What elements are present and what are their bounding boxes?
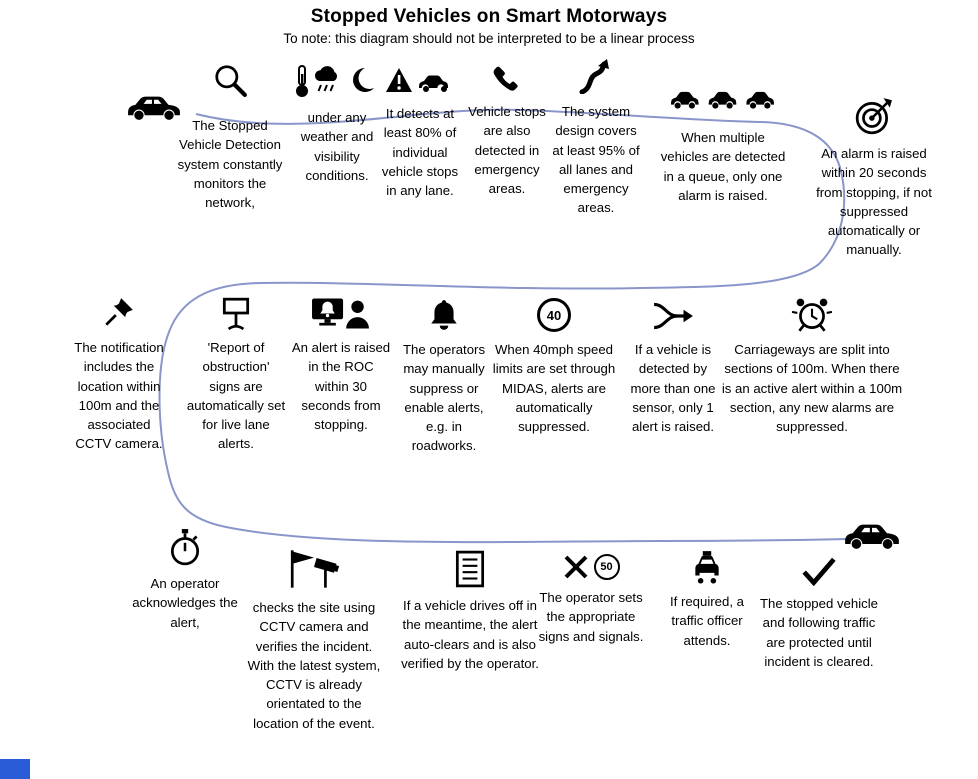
speed-40-badge: 40 <box>537 298 571 332</box>
corner-blue-fragment <box>0 759 30 779</box>
step-roc-alert-30s: An alert is raised in the ROC within 30 … <box>290 296 392 434</box>
car-queue-icon <box>670 90 776 110</box>
step-text: The notification includes the location w… <box>74 340 164 452</box>
step-text: checks the site using CCTV camera and ve… <box>247 600 381 731</box>
traffic-officer-car-icon <box>689 550 725 584</box>
step-queue-single-alarm: When multiple vehicles are detected in a… <box>660 90 786 205</box>
stopwatch-icon <box>168 528 202 566</box>
step-text: If required, a traffic officer attends. <box>669 594 745 648</box>
alarm-target-icon <box>854 96 894 136</box>
step-cctv-verify: checks the site using CCTV camera and ve… <box>246 548 382 733</box>
step-weather-conditions: under any weather and visibility conditi… <box>288 64 386 185</box>
step-emergency-areas: Vehicle stops are also detected in emerg… <box>466 64 548 198</box>
start-vehicle-node <box>126 94 182 122</box>
step-system-design-95pct: The system design covers at least 95% of… <box>550 58 642 218</box>
warning-triangle-car-icon <box>385 66 455 96</box>
step-text: 'Report of obstruction' signs are automa… <box>186 340 286 452</box>
emergency-phone-icon <box>492 64 522 94</box>
step-100m-sections: Carriageways are split into sections of … <box>718 296 906 436</box>
page-subtitle: To note: this diagram should not be inte… <box>283 31 695 46</box>
roadside-sign-icon <box>220 296 252 330</box>
step-monitors-network: The Stopped Vehicle Detection system con… <box>176 62 284 212</box>
step-detects-80pct: It detects at least 80% of individual ve… <box>380 66 460 200</box>
step-text: When multiple vehicles are detected in a… <box>660 130 786 203</box>
car-side-icon <box>126 94 182 122</box>
step-operator-acknowledges: An operator acknowledges the alert, <box>128 528 242 632</box>
car-side-icon <box>843 522 901 551</box>
step-text: The Stopped Vehicle Detection system con… <box>177 118 283 211</box>
speed-50-badge: 50 <box>593 554 620 580</box>
step-text: The operator sets the appropriate signs … <box>538 590 644 644</box>
step-traffic-officer: If required, a traffic officer attends. <box>660 550 754 650</box>
step-40mph-midas: 40 When 40mph speed limits are set throu… <box>492 298 616 436</box>
step-text: Carriageways are split into sections of … <box>721 342 903 435</box>
magnifier-icon <box>212 62 248 98</box>
step-report-obstruction-signs: 'Report of obstruction' signs are automa… <box>186 296 286 454</box>
end-vehicle-node <box>843 522 901 551</box>
checklist-icon <box>454 550 486 588</box>
step-multi-sensor: If a vehicle is detected by more than on… <box>624 300 722 436</box>
step-text: An alert is raised in the ROC within 30 … <box>291 340 391 433</box>
step-text: Vehicle stops are also detected in emerg… <box>468 104 546 197</box>
step-text: The system design covers at least 95% of… <box>552 104 640 216</box>
step-text: When 40mph speed limits are set through … <box>492 342 616 435</box>
alert-bell-icon <box>429 298 459 332</box>
step-alarm-20s: An alarm is raised within 20 seconds fro… <box>814 96 934 260</box>
step-text: If a vehicle drives off in the meantime,… <box>401 598 539 671</box>
flow-curve <box>158 108 849 544</box>
cross-icon <box>564 555 587 579</box>
step-text: If a vehicle is detected by more than on… <box>630 342 716 435</box>
step-text: It detects at least 80% of individual ve… <box>381 106 459 199</box>
step-signs-signals: 50 The operator sets the appropriate sig… <box>536 554 646 646</box>
page-title: Stopped Vehicles on Smart Motorways <box>310 6 668 27</box>
alarm-clock-icon <box>791 296 833 332</box>
step-notification-location: The notification includes the location w… <box>74 296 164 454</box>
step-auto-clear: If a vehicle drives off in the meantime,… <box>400 550 540 673</box>
step-text: The operators may manually suppress or e… <box>402 342 486 454</box>
checkmark-icon <box>801 556 837 586</box>
step-text: The stopped vehicle and following traffi… <box>759 596 879 669</box>
step-protected-until-cleared: The stopped vehicle and following traffi… <box>752 556 886 671</box>
location-pin-icon <box>103 296 135 330</box>
speed-limit-40-icon: 40 <box>537 298 571 332</box>
cross-speed-50-icon: 50 <box>563 554 620 580</box>
cctv-flag-icon <box>286 548 342 590</box>
step-text: under any weather and visibility conditi… <box>300 110 374 183</box>
step-text: An alarm is raised within 20 seconds fro… <box>816 146 932 258</box>
monitor-operator-icon <box>311 296 371 330</box>
sensor-merge-icon <box>652 300 694 332</box>
weather-thermometer-raincloud-moon-icon <box>292 64 382 100</box>
motorway-road-icon <box>577 58 615 94</box>
step-text: An operator acknowledges the alert, <box>132 576 238 630</box>
step-operator-suppress: The operators may manually suppress or e… <box>396 298 492 456</box>
